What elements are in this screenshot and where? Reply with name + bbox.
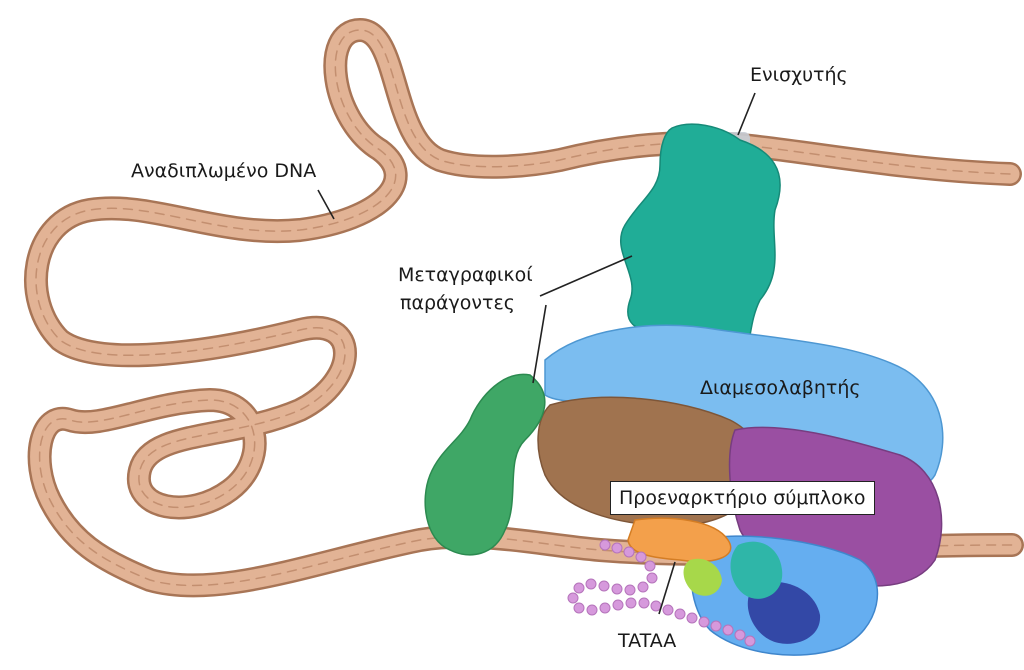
lime-subunit [683,558,722,596]
tf-leader-line-2 [532,304,547,384]
folded-dna-label: Αναδιπλωμένο DNA [131,160,317,182]
transcription-factors-label-line2: παράγοντες [400,292,515,314]
teal-subunit [730,541,783,599]
tataa-label: TATAA [618,630,677,652]
bead-chain [567,539,756,647]
preinitiation-complex-label: Προεναρκτήριο σύμπλοκο [610,481,875,515]
transcription-factors-label-line1: Μεταγραφικοί [398,264,533,286]
leader-lines [317,92,756,615]
enhancer-leader-line [737,92,756,136]
dna-leader-line [317,189,335,220]
enhancer-label: Ενισχυτής [750,64,848,86]
tf-leader-line-1 [539,255,633,297]
tataa-leader-line [658,561,676,615]
dna-strand [24,17,1024,598]
general-factor-protein [424,373,546,556]
mediator-label: Διαμεσολαβητής [700,377,861,399]
